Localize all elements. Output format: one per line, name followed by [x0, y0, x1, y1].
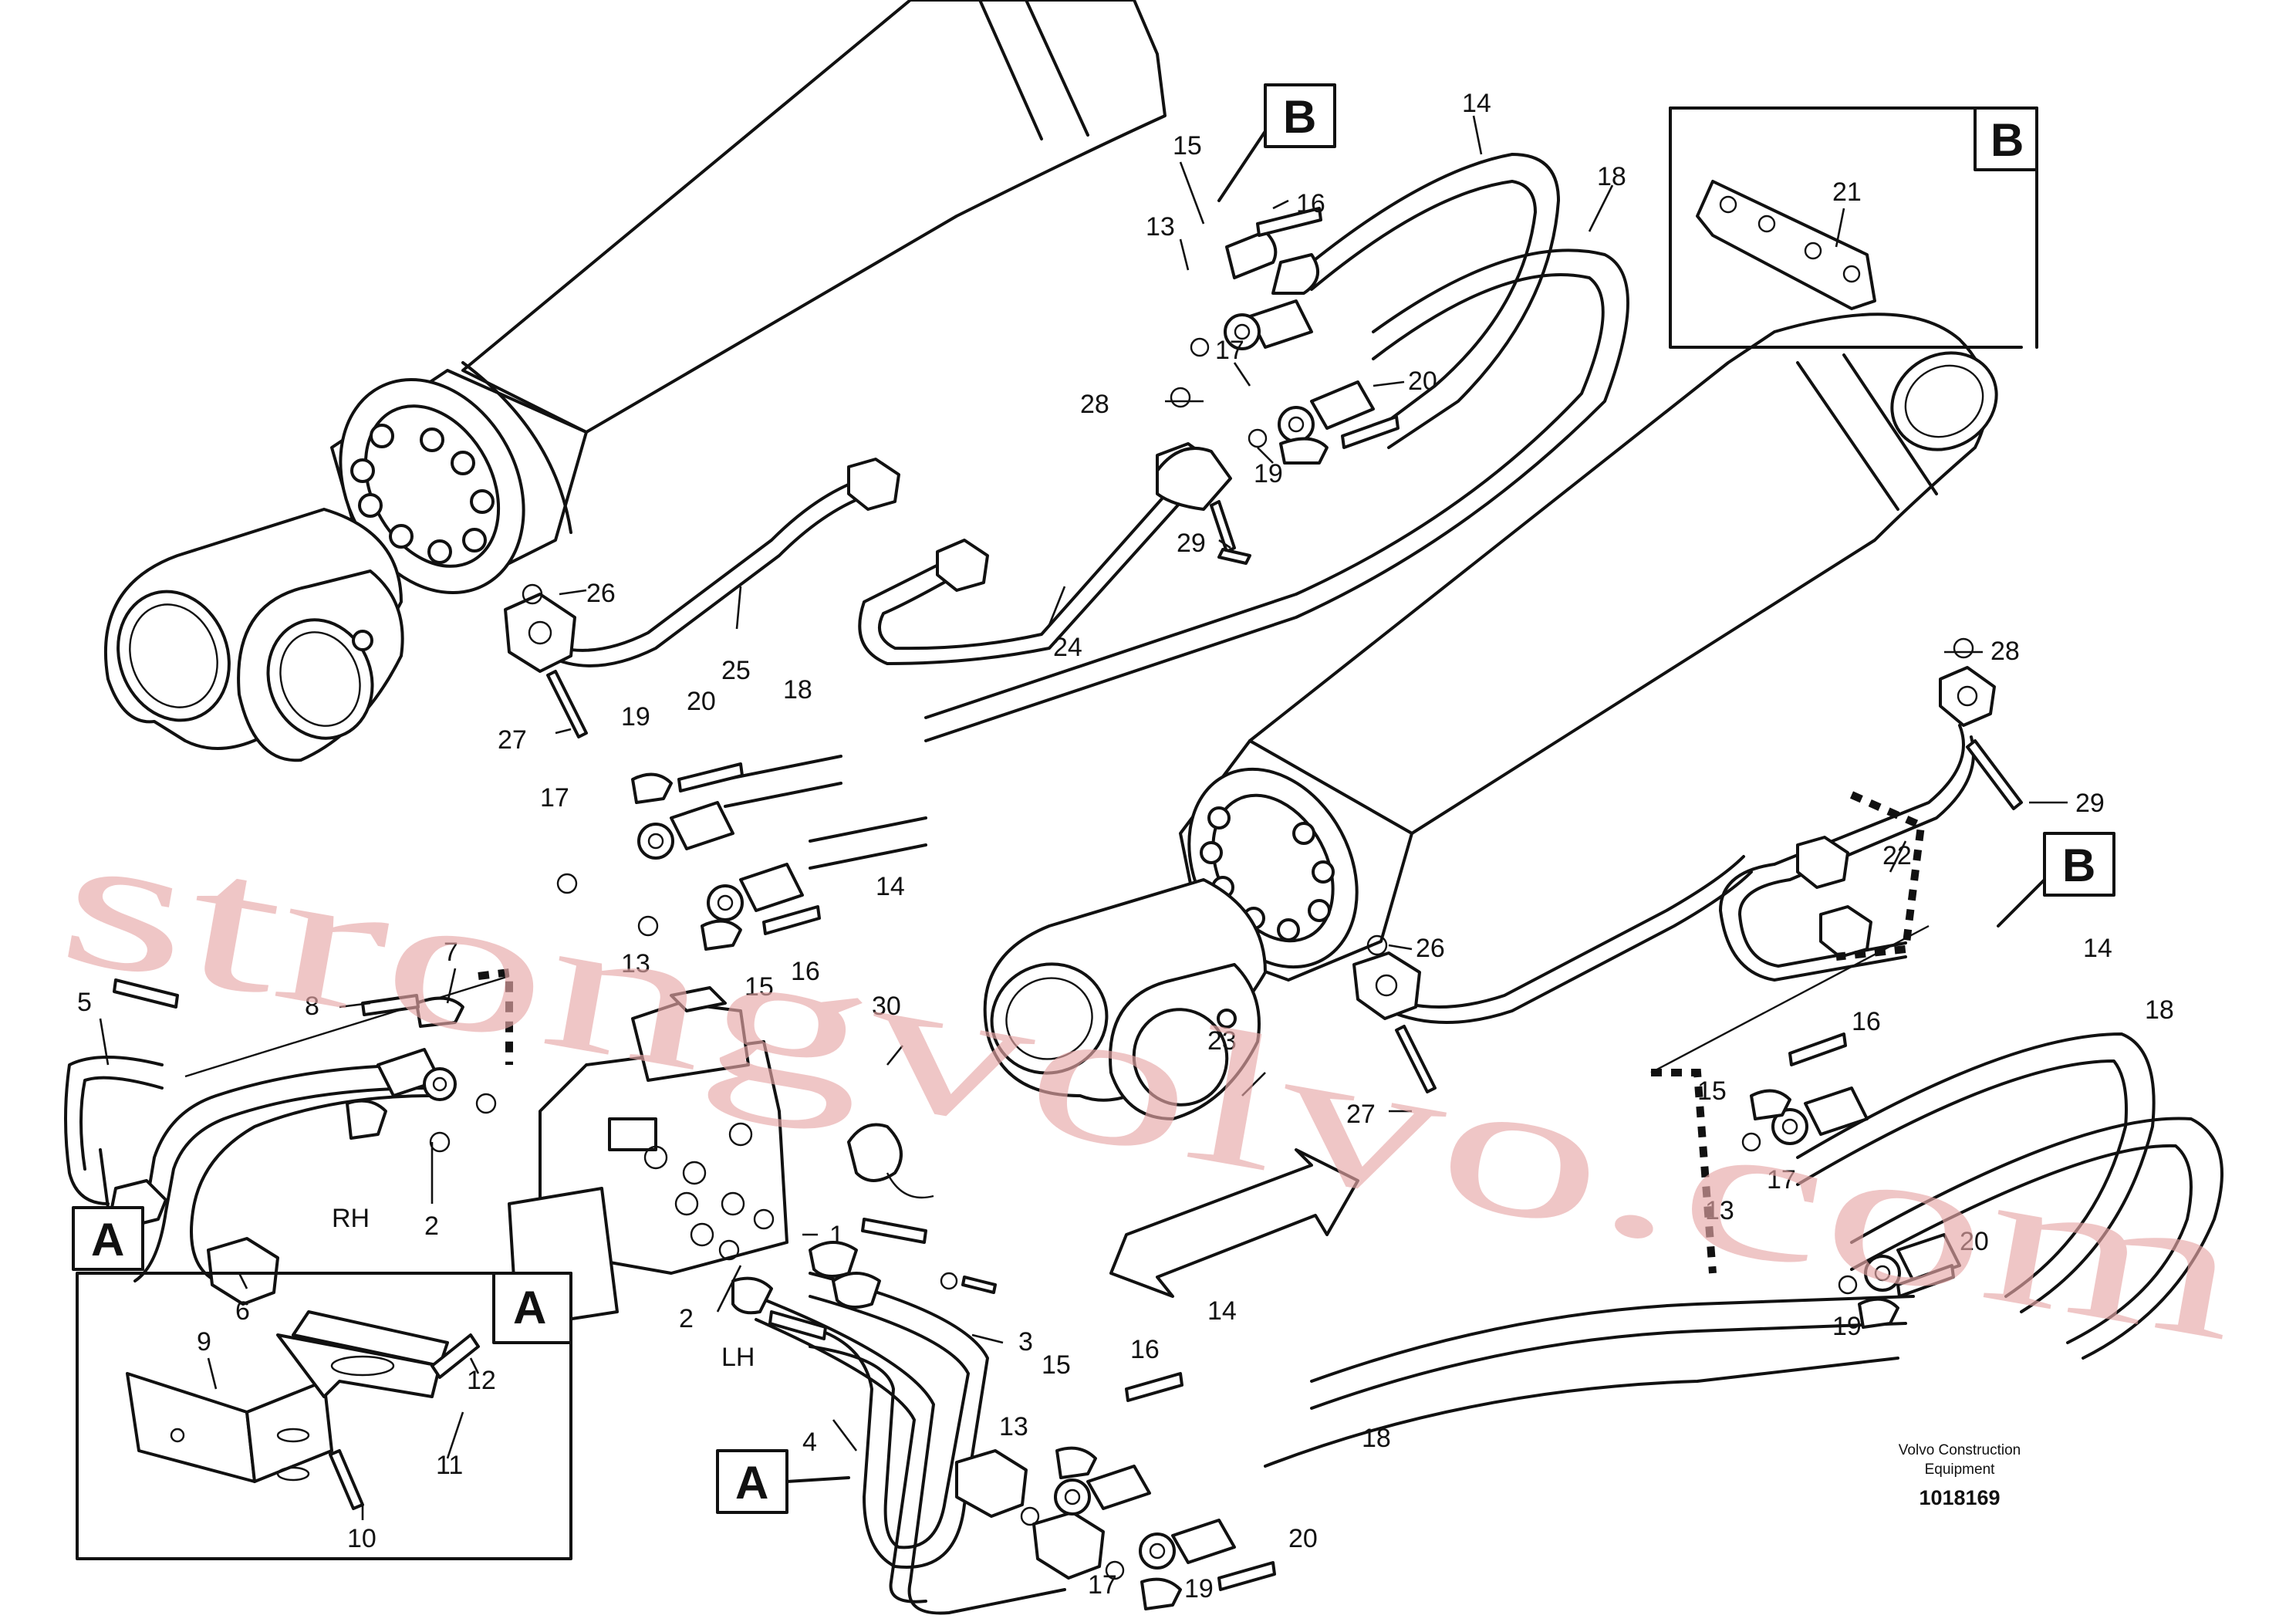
callout-29b: 29: [2075, 789, 2105, 818]
hose-18-upper: [924, 248, 1629, 742]
view-letter-b-top: B: [1283, 91, 1316, 143]
callout-17c: 17: [1088, 1570, 1117, 1600]
manufacturer-line-2: Equipment: [1925, 1461, 1996, 1478]
callout-14a: 14: [1462, 89, 1491, 118]
callout-19d: 19: [1832, 1312, 1862, 1341]
callout-16b: 16: [791, 957, 820, 986]
callout-20a: 20: [1408, 367, 1437, 396]
valve-block: [508, 986, 934, 1329]
callout-14d: 14: [2083, 934, 2112, 963]
manufacturer-line-1: Volvo Construction: [1899, 1442, 2021, 1458]
callout-20d: 20: [1960, 1227, 1989, 1256]
callout-18a: 18: [1597, 162, 1626, 191]
callout-13a: 13: [1146, 212, 1175, 242]
fitting-group-lower: [718, 1208, 1276, 1610]
callout-26a: 26: [586, 579, 616, 608]
callout-15c: 15: [1042, 1350, 1071, 1380]
view-letter-a-bottom: A: [735, 1457, 768, 1509]
direction-arrow: [1109, 1148, 1359, 1298]
callout-15b: 15: [745, 972, 774, 1002]
callout-17a: 17: [1215, 336, 1244, 365]
callout-13b: 13: [621, 949, 650, 978]
callout-23: 23: [1207, 1026, 1237, 1056]
callout-19a: 19: [1254, 459, 1283, 488]
hose-lower-right: [1264, 1032, 2223, 1468]
callout-11: 11: [436, 1451, 463, 1480]
callout-14b: 14: [876, 872, 905, 901]
callout-17b: 17: [540, 783, 569, 813]
callout-15a: 15: [1173, 131, 1202, 161]
view-letter-b-right: B: [2062, 840, 2095, 891]
pipe-25: [504, 458, 900, 673]
callout-14c: 14: [1207, 1296, 1237, 1326]
callout-9: 9: [197, 1327, 211, 1357]
view-letter-b-detail: B: [1990, 114, 2024, 166]
callout-8: 8: [305, 992, 319, 1021]
callout-1: 1: [829, 1221, 844, 1250]
hose-14-upper: [1310, 153, 1560, 449]
fitting-group-upper: [1156, 207, 1400, 565]
detail-view-b: [1669, 106, 2038, 349]
callout-15d: 15: [1697, 1076, 1727, 1106]
lift-cylinder-right: [983, 313, 1998, 1120]
cylinder-head-bolts: [1200, 806, 1335, 941]
callout-25: 25: [721, 656, 751, 685]
callout-19c: 19: [1184, 1574, 1214, 1603]
callout-18c: 18: [1362, 1424, 1391, 1453]
flange-clamps: [522, 583, 2023, 1093]
watermark: strongvolvo.com: [46, 788, 2257, 1381]
leader-lines: [99, 115, 2068, 1520]
callout-21: 21: [1832, 177, 1862, 207]
cylinder-head-bolts: [350, 424, 495, 564]
callout-12: 12: [467, 1366, 496, 1395]
callout-24: 24: [1053, 633, 1082, 662]
callout-19b: 19: [621, 702, 650, 732]
callout-28b: 28: [1990, 637, 2020, 666]
callout-27b: 27: [1346, 1100, 1376, 1129]
callout-16a: 16: [1296, 189, 1325, 218]
callout-2a: 2: [424, 1211, 439, 1241]
callout-17d: 17: [1767, 1165, 1796, 1195]
pipe-22: [1719, 666, 1996, 982]
callout-16d: 16: [1852, 1007, 1881, 1036]
lift-cylinder-upper: [103, 0, 1167, 762]
fitting-group-mid: [113, 762, 821, 1153]
pipe-23: [1352, 855, 1872, 1024]
callout-20c: 20: [1288, 1524, 1318, 1553]
callout-29a: 29: [1177, 529, 1206, 558]
callout-18b: 18: [783, 675, 812, 705]
callout-13c: 13: [999, 1412, 1028, 1441]
callout-5: 5: [77, 988, 92, 1017]
view-letter-a-left: A: [91, 1214, 124, 1265]
callout-20b: 20: [687, 687, 716, 716]
callout-3: 3: [1018, 1327, 1033, 1357]
hose-14-18-mid: [724, 755, 927, 870]
fitting-group-right: [1741, 1032, 1961, 1329]
lower-pipes-3-4: [755, 1272, 1105, 1615]
callout-28a: 28: [1080, 390, 1109, 419]
detail-view-a: [76, 1272, 572, 1560]
callout-27a: 27: [498, 725, 527, 755]
callout-22: 22: [1882, 841, 1912, 870]
callout-26b: 26: [1416, 934, 1445, 963]
callout-30: 30: [872, 992, 901, 1021]
callout-2b: 2: [679, 1304, 694, 1333]
view-letter-a-detail: A: [513, 1282, 546, 1333]
view-boundaries: [184, 791, 1930, 1274]
drawing-number: 1018169: [1919, 1486, 2000, 1509]
callout-4: 4: [802, 1428, 817, 1457]
callout-7: 7: [444, 938, 458, 967]
callout-16c: 16: [1130, 1335, 1160, 1364]
callout-6: 6: [235, 1296, 250, 1326]
callout-10: 10: [347, 1524, 376, 1553]
side-label-lh: LH: [721, 1343, 755, 1372]
callout-13d: 13: [1705, 1196, 1734, 1225]
callout-numbers: 1 2 2 3 4 5 6 7 8 9 10 11 12 13 13 13 13…: [77, 89, 2174, 1603]
side-label-rh: RH: [332, 1204, 370, 1233]
callout-18d: 18: [2145, 995, 2174, 1025]
view-markers: [72, 83, 2115, 1514]
